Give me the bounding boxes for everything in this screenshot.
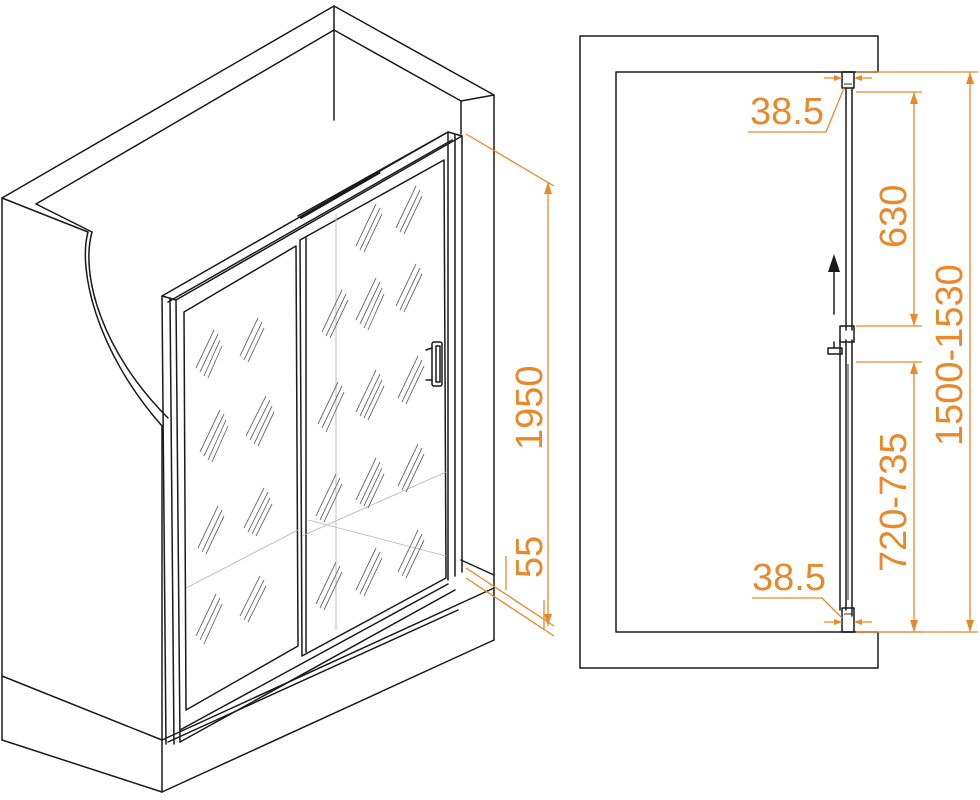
left-wall	[1, 5, 495, 793]
dimension-sliding-panel-label: 720-735	[873, 433, 915, 572]
dimension-fixed-panel-label: 630	[873, 185, 915, 248]
plan-handle-icon	[827, 341, 843, 355]
door-handle-icon	[425, 341, 443, 387]
plan-view: 38.5 630 720-735 1500-1530 38.5	[579, 35, 978, 669]
dimension-height-label: 1950	[509, 365, 551, 450]
plan-bottom-profile	[841, 607, 855, 633]
dimension-top-profile-label: 38.5	[750, 91, 824, 133]
dimension-threshold-label: 55	[509, 536, 551, 578]
iso-dimensions	[465, 133, 555, 637]
plan-dimensions	[748, 71, 978, 633]
fixed-glass-panel	[183, 245, 299, 711]
arrow-up-icon	[828, 254, 840, 315]
isometric-view: 1950 55	[1, 5, 555, 793]
right-wall-edge	[460, 100, 495, 576]
plan-sliding-panel	[839, 339, 853, 617]
sliding-glass-panel	[299, 159, 447, 657]
dimension-bottom-profile-label: 38.5	[752, 557, 826, 599]
shower-tray	[161, 587, 495, 793]
door-frame	[161, 131, 463, 745]
plan-fixed-panel	[839, 87, 855, 343]
glass-hatching	[195, 185, 425, 645]
plan-top-profile	[841, 71, 855, 89]
dimension-total-width-label: 1500-1530	[929, 264, 971, 446]
plan-wall-outline	[579, 35, 879, 669]
